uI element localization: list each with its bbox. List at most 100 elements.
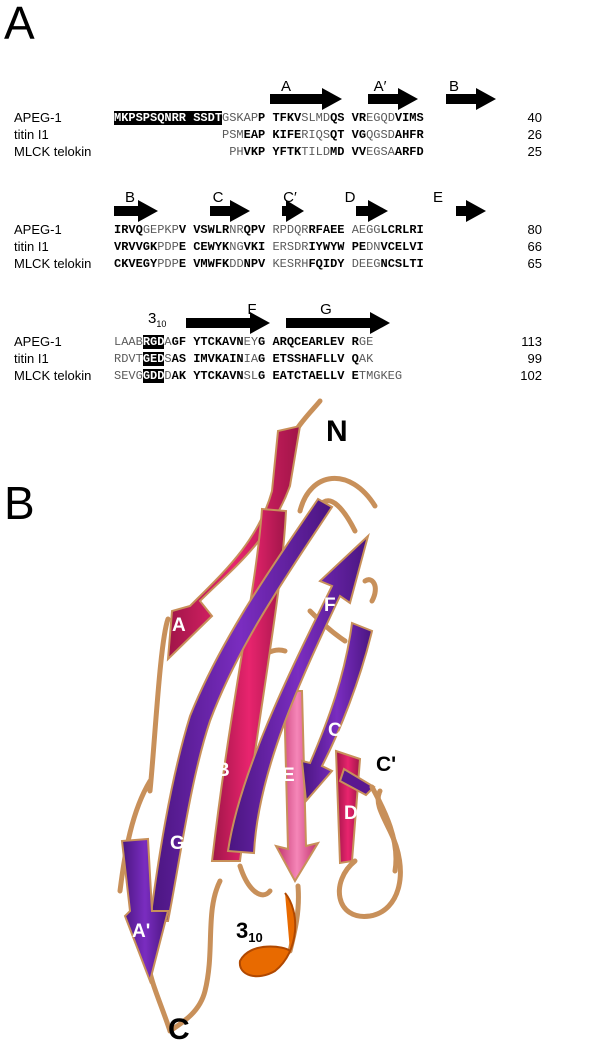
- residue-number: 80: [527, 222, 542, 237]
- sequence-row: PHVKP YFTKTILDMD VVEGSAARFD: [114, 145, 424, 159]
- sequence-segment: NG: [229, 240, 244, 254]
- strand-arrow-a: [270, 88, 342, 110]
- n-terminus-label: N: [326, 415, 348, 448]
- helix-3-10: [238, 892, 297, 978]
- strand-b-label: B: [216, 760, 230, 781]
- sequence-row: MKPSPSQNRR SSDTGSKAPP TFKVSLMDQS VREGQDV…: [114, 111, 424, 125]
- sequence-segment: VKP YFTK: [243, 145, 302, 159]
- strand-f-label: F: [324, 595, 336, 616]
- sequence-segment: DD: [229, 257, 244, 271]
- sequence-segment: CKVEGY: [114, 257, 158, 271]
- sequence-segment: NR: [229, 223, 244, 237]
- species-label: APEG-1: [14, 222, 62, 237]
- sequence-segment: IA: [243, 352, 259, 366]
- sequence-segment: NPV: [243, 257, 273, 271]
- sequence-segment: PE: [351, 240, 367, 254]
- residue-number: 26: [527, 127, 542, 142]
- strand-label-f: F: [247, 301, 257, 318]
- sequence-segment: ARFD: [394, 145, 424, 159]
- sequence-segment: QS VR: [330, 111, 367, 125]
- strand-a-prime-label: A': [132, 921, 150, 942]
- sequence-segment: EGQD: [366, 111, 395, 125]
- sequence-row: PSMEAP KIFERIQSQT VGQGSDAHFR: [114, 128, 424, 142]
- strand-label-d: D: [344, 189, 356, 206]
- strand-a-prime: [120, 837, 170, 985]
- sequence-row: SEVGGDDDAK YTCKAVNSLG EATCTAELLV ETMGKEG: [114, 369, 402, 383]
- strand-arrow-c: [210, 200, 250, 222]
- strand-g: [148, 497, 334, 922]
- sequence-segment: ERSDR: [272, 240, 309, 254]
- sequence-segment: NCSLTI: [380, 257, 424, 271]
- sequence-segment: EY: [243, 335, 259, 349]
- sequence-segment: AK YTCKAVN: [171, 369, 244, 383]
- sequence-segment: EGSA: [366, 145, 395, 159]
- sequence-segment: RFAEE: [308, 223, 352, 237]
- sequence-segment: P TFKV: [258, 111, 302, 125]
- sequence-segment: PDP: [157, 257, 179, 271]
- strand-label-g: G: [320, 301, 332, 318]
- sequence-segment: VCELVI: [380, 240, 424, 254]
- species-label: APEG-1: [14, 110, 62, 125]
- sequence-segment: GF YTCKAVN: [171, 335, 244, 349]
- sequence-segment: PDP: [157, 240, 179, 254]
- strand-c-label: C: [328, 720, 342, 741]
- species-label: MLCK telokin: [14, 256, 92, 271]
- sequence-segment: MKPSPSQNRR SSDT: [114, 111, 223, 125]
- strand-f: [226, 532, 370, 855]
- loop-foreground: [369, 784, 399, 874]
- strand-arrow-e: [456, 200, 486, 222]
- protein-ribbon-diagram: N C A A' B C C' D E F G 310: [117, 398, 403, 1046]
- sequence-segment: AHFR: [394, 128, 424, 142]
- sequence-segment: LCRLRI: [380, 223, 424, 237]
- sequence-segment: EAP KIFE: [243, 128, 302, 142]
- sequence-segment: SLMD: [301, 111, 331, 125]
- strand-arrow-b2: [114, 200, 158, 222]
- strand-arrow-f: [186, 312, 270, 334]
- species-label: titin I1: [14, 239, 49, 254]
- sequence-row: IRVQGEPKPV VSWLRNRQPV RPDQRRFAEE AEGGLCR…: [114, 223, 424, 237]
- helix-3-10-structure-label: 310: [236, 918, 263, 945]
- sequence-segment: G ARQCEARLEV R: [258, 335, 359, 349]
- sequence-segment: RPDQR: [272, 223, 309, 237]
- strand-arrow-g: [286, 312, 390, 334]
- helix-3-10-label: 310: [148, 310, 167, 329]
- species-label: APEG-1: [14, 334, 62, 349]
- residue-number: 25: [527, 144, 542, 159]
- panel-b-label: B: [4, 477, 35, 529]
- residue-number: 66: [527, 239, 542, 254]
- sequence-segment: VKI: [243, 240, 273, 254]
- strand-label-e: E: [432, 189, 443, 206]
- strand-d-label: D: [344, 803, 358, 824]
- sequence-segment: QT VG: [330, 128, 367, 142]
- sequence-segment: AS IMVKAIN: [171, 352, 244, 366]
- strand-label-a: A: [280, 78, 291, 95]
- sequence-segment: S: [164, 352, 172, 366]
- sequence-segment: DEEG: [351, 257, 381, 271]
- sequence-segment: LAAB: [114, 335, 143, 349]
- sequence-segment: GDD: [142, 369, 165, 383]
- c-terminus-label: C: [168, 1013, 190, 1046]
- sequence-segment: SL: [243, 369, 259, 383]
- species-label: titin I1: [14, 127, 49, 142]
- strand-e: [274, 690, 321, 884]
- residue-number: 113: [521, 334, 542, 349]
- sequence-segment: V VSWLR: [178, 223, 230, 237]
- sequence-segment: SEVG: [114, 369, 143, 383]
- strand-label-c: C: [212, 189, 224, 206]
- strand-c: [300, 621, 374, 804]
- sequence-segment: FQIDY: [308, 257, 352, 271]
- sequence-segment: GSKAP: [222, 111, 259, 125]
- sequence-segment: IRVQ: [114, 223, 143, 237]
- sequence-row: RDVTGEDSAS IMVKAINIAG ETSSHAFLLV QAK: [114, 352, 373, 366]
- sequence-segment: G ETSSHAFLLV Q: [258, 352, 359, 366]
- sequence-segment: GEPKP: [142, 223, 179, 237]
- sequence-segment: E CEWYK: [178, 240, 230, 254]
- sequence-segment: D: [164, 369, 172, 383]
- sequence-row: VRVVGKPDPE CEWYKNGVKI ERSDRIYWYW PEDNVCE…: [114, 240, 424, 254]
- sequence-segment: RGD: [142, 335, 165, 349]
- sequence-segment: QGSD: [366, 128, 395, 142]
- strand-arrow-b: [446, 88, 496, 110]
- sequence-row: LAABRGDAGF YTCKAVNEYG ARQCEARLEV RGE: [114, 335, 373, 349]
- sequence-segment: VRVVGK: [114, 240, 158, 254]
- sequence-segment: GED: [142, 352, 165, 366]
